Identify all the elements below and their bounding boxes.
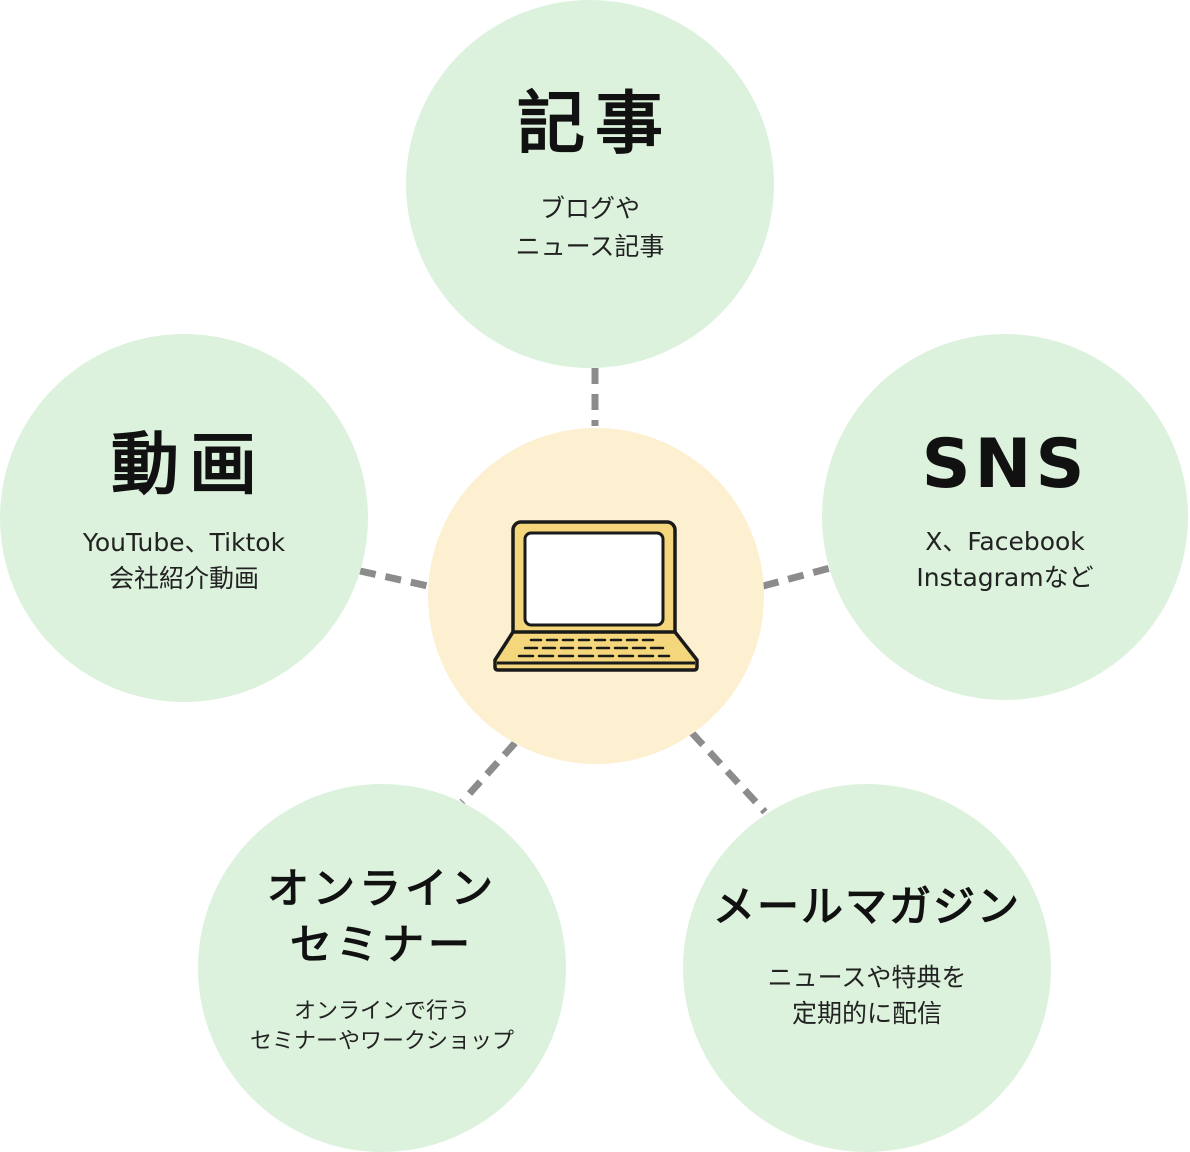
connector-seminar	[459, 740, 518, 805]
node-sns-desc: X、Facebook Instagramなど	[916, 527, 1094, 593]
laptop-icon	[493, 520, 699, 672]
node-mail-title: メールマガジン	[712, 881, 1021, 931]
node-seminar-title: オンライン セミナー	[266, 864, 497, 969]
hub-circle	[428, 428, 764, 764]
node-video-desc: YouTube、Tiktok 会社紹介動画	[82, 528, 286, 594]
node-article: 記事 ブログや ニュース記事	[406, 0, 774, 368]
connector-video	[359, 567, 429, 590]
node-seminar: オンライン セミナー オンラインで行う セミナーやワークショップ	[198, 784, 566, 1152]
node-article-title: 記事	[516, 84, 673, 164]
connector-sns	[762, 564, 831, 590]
node-sns: SNS X、Facebook Instagramなど	[822, 334, 1188, 700]
node-article-desc: ブログや ニュース記事	[515, 194, 665, 262]
laptop-keyboard	[517, 638, 671, 658]
laptop-base	[493, 630, 699, 672]
node-mail: メールマガジン ニュースや特典を 定期的に配信	[683, 784, 1051, 1152]
node-mail-desc: ニュースや特典を 定期的に配信	[767, 963, 967, 1029]
node-seminar-desc: オンラインで行う セミナーやワークショップ	[249, 999, 514, 1054]
connector-mail	[689, 730, 768, 815]
node-video: 動画 YouTube、Tiktok 会社紹介動画	[0, 334, 368, 702]
node-video-title: 動画	[110, 425, 267, 505]
laptop-screen	[523, 531, 665, 627]
node-sns-title: SNS	[921, 424, 1089, 504]
